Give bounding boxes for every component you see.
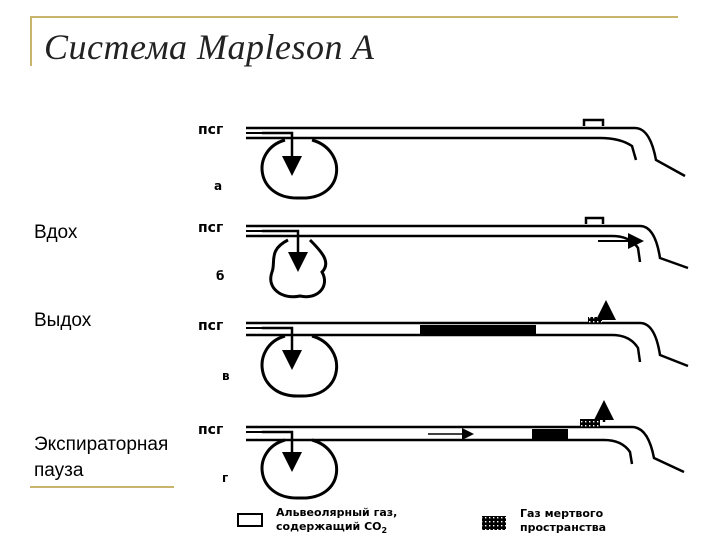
panel-letter: в <box>222 369 230 383</box>
panel-letter: а <box>214 179 222 193</box>
phase-label-pause: Экспираторная пауза <box>34 432 168 484</box>
apl-valve <box>584 216 605 224</box>
reservoir-bag <box>260 138 338 200</box>
fresh-gas-label: псг <box>198 422 223 438</box>
alveolar-gas-column <box>532 429 568 439</box>
bag-neck <box>262 229 300 250</box>
legend-swatch-deadspace <box>482 516 506 530</box>
fresh-gas-label: псг <box>198 318 223 334</box>
panel-d: псг г <box>198 400 685 500</box>
phase-label-exhale: Выдох <box>34 310 92 331</box>
slide-bottom-rule <box>30 486 174 488</box>
phase-label-inhale: Вдох <box>34 222 78 243</box>
reservoir-bag <box>260 334 338 398</box>
panel-b: псг б <box>198 216 689 299</box>
tube-upper-line <box>246 321 689 368</box>
tube-lower-line <box>246 136 638 161</box>
legend-swatch-alveolar <box>237 513 263 527</box>
panel-a: псг а <box>198 118 686 200</box>
slide-title: Система Mapleson A <box>44 27 375 67</box>
tube-upper-line <box>246 224 689 270</box>
bag-neck <box>262 131 294 152</box>
phase-label-pause-line1: Экспираторная <box>34 434 169 455</box>
tube-lower-line <box>246 234 642 263</box>
reservoir-bag <box>260 438 338 500</box>
legend-alveolar-line1: Альвеолярный газ, <box>276 506 397 519</box>
tube-lower-line <box>246 333 642 363</box>
legend: Альвеолярный газ, содержащий CO2 Газ мер… <box>237 506 606 535</box>
slide-top-rule <box>30 16 678 18</box>
bag-neck <box>262 430 294 450</box>
bag-neck <box>262 326 294 346</box>
tube-upper-line <box>246 126 686 178</box>
fresh-gas-label: псг <box>198 220 223 236</box>
panel-letter: г <box>222 471 228 485</box>
phase-label-pause-line2: пауза <box>34 460 84 481</box>
apl-valve <box>582 118 605 126</box>
tube-upper-line <box>246 425 685 474</box>
slide-left-rule <box>30 16 32 66</box>
legend-deadspace-line2: пространства <box>520 521 606 534</box>
legend-alveolar-line2: содержащий CO2 <box>276 520 387 535</box>
fresh-gas-label: псг <box>198 122 223 138</box>
alveolar-gas-column <box>420 325 536 334</box>
panel-letter: б <box>216 269 224 283</box>
panel-c: псг в <box>198 300 689 398</box>
collapsed-reservoir-bag <box>269 238 328 299</box>
apl-valve-open <box>588 317 602 323</box>
apl-valve-open <box>580 419 600 427</box>
legend-deadspace-line1: Газ мертвого <box>520 507 604 520</box>
tube-lower-line <box>246 438 634 465</box>
